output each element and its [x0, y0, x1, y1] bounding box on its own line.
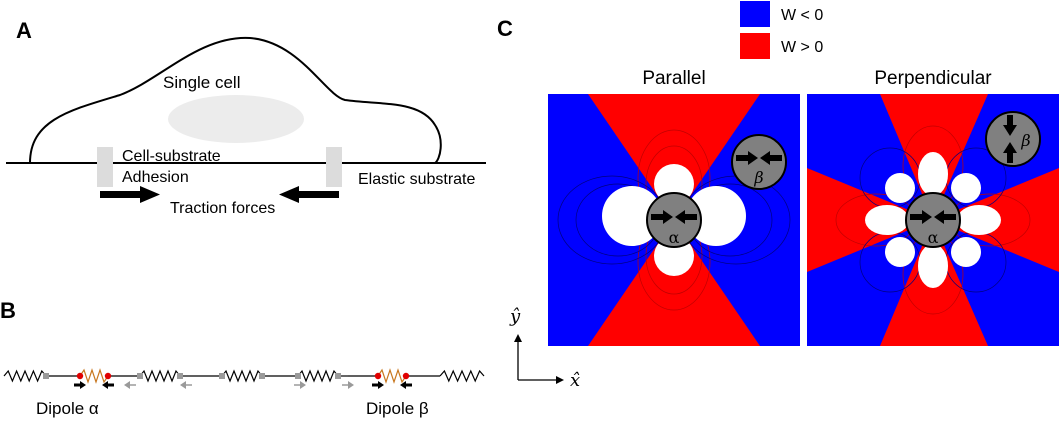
traction-arrow-right — [279, 186, 339, 203]
adhesion-label-line2: Adhesion — [122, 169, 189, 186]
chain-node — [219, 373, 225, 379]
force-arrow-head — [102, 381, 108, 389]
reaction-arrow-head — [180, 381, 186, 389]
beta-symbol-perpendicular: β — [1020, 131, 1030, 150]
map-parallel-title: Parallel — [642, 68, 705, 89]
force-arrow-head — [80, 381, 86, 389]
force-arrow-head — [378, 381, 384, 389]
dipole-beta-parallel: β — [731, 134, 787, 190]
panel-label-a: A — [16, 18, 32, 43]
chain-node — [137, 373, 143, 379]
dipole-alpha-label: Dipole α — [36, 399, 99, 418]
reaction-arrow-head — [124, 381, 130, 389]
dipole-node — [402, 372, 410, 380]
traction-arrow-left — [100, 186, 160, 203]
legend-swatch-positive — [740, 33, 770, 59]
reaction-arrow-head — [300, 381, 306, 389]
adhesion-right — [326, 147, 342, 187]
chain-node — [295, 373, 301, 379]
legend-swatch-negative — [740, 1, 770, 27]
axes-indicator: ŷ x̂ — [509, 306, 580, 391]
white-lobes-parallel — [602, 164, 746, 276]
panel-label-c: C — [497, 16, 513, 41]
map-perpendicular-title: Perpendicular — [874, 68, 992, 89]
adhesion-label-line1: Cell-substrate — [122, 148, 221, 165]
chain-node — [259, 373, 265, 379]
legend-label-negative: W < 0 — [781, 7, 823, 24]
dipole-node — [76, 372, 84, 380]
spring — [3, 369, 47, 383]
spring — [221, 369, 263, 383]
dipole-spring-alpha — [79, 368, 109, 384]
chain-node — [43, 373, 49, 379]
chain-node — [335, 373, 341, 379]
cell-outline — [29, 36, 442, 164]
spring — [297, 369, 339, 383]
dipole-node — [374, 372, 382, 380]
axis-y-label: ŷ — [509, 306, 521, 327]
panel-label-b: B — [0, 298, 16, 323]
spring — [139, 369, 181, 383]
beta-symbol-parallel: β — [753, 168, 763, 187]
chain-node — [177, 373, 183, 379]
white-lobes-perpendicular — [865, 152, 1001, 288]
spring-chain — [3, 368, 485, 389]
cell-label: Single cell — [163, 73, 241, 92]
axis-x-label: x̂ — [570, 370, 580, 391]
spring — [439, 369, 485, 383]
cell-nucleus — [168, 95, 304, 143]
dipole-node — [104, 372, 112, 380]
dipole-beta-label: Dipole β — [366, 399, 429, 418]
legend-label-positive: W > 0 — [781, 39, 823, 56]
dipole-alpha-perpendicular: α — [905, 192, 961, 248]
force-arrow-head — [400, 381, 406, 389]
dipole-beta-perpendicular: β — [985, 111, 1041, 167]
adhesion-left — [97, 147, 113, 187]
substrate-label: Elastic substrate — [358, 171, 475, 188]
alpha-symbol-perpendicular: α — [928, 228, 939, 247]
alpha-symbol-parallel: α — [669, 228, 680, 247]
traction-label: Traction forces — [170, 200, 275, 217]
dipole-spring-beta — [377, 368, 407, 384]
reaction-arrow-head — [348, 381, 354, 389]
dipole-alpha-parallel: α — [646, 192, 702, 248]
